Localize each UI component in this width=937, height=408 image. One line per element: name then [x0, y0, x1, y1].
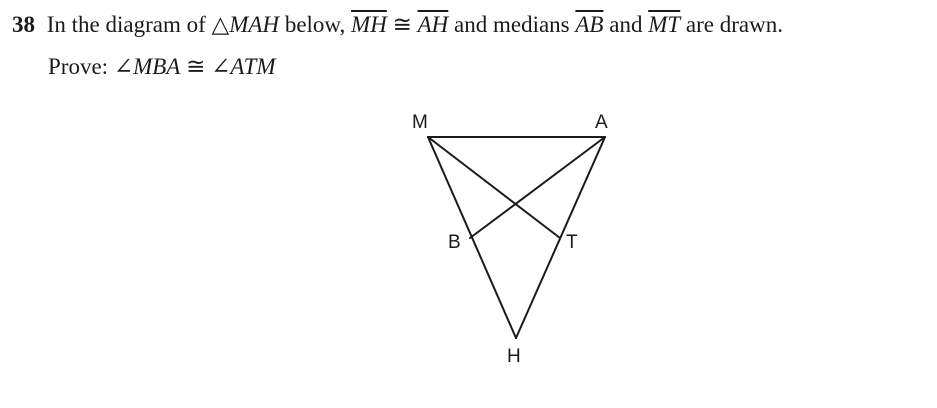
median-mt	[427, 136, 561, 239]
label-a: A	[595, 112, 608, 133]
prove-statement: Prove: ∠MBA ≅ ∠ATM	[48, 50, 276, 84]
prove-label: Prove:	[48, 54, 109, 79]
segment-mt: MT	[648, 12, 681, 37]
question-number: 38	[12, 12, 35, 37]
triangle-name: MAH	[229, 12, 280, 37]
segment-mh: MH	[351, 12, 387, 37]
triangle-diagram: M A B T H	[412, 112, 608, 367]
label-t: T	[566, 232, 578, 253]
median-ab	[469, 136, 606, 239]
triangle-symbol: △	[211, 12, 230, 37]
label-m: M	[412, 112, 428, 133]
angle-mba: MBA	[133, 54, 181, 79]
question-and: and	[609, 12, 643, 37]
question-and-medians: and medians	[454, 12, 570, 37]
label-h: H	[507, 346, 521, 367]
congruent-symbol: ≅	[392, 12, 412, 37]
angle-symbol-1: ∠	[113, 54, 134, 79]
label-b: B	[448, 232, 461, 253]
angle-symbol-2: ∠	[211, 54, 231, 79]
question-below: below,	[284, 12, 346, 37]
question-text: 38 In the diagram of △MAH below, MH ≅ AH…	[12, 8, 783, 42]
segment-ab: AB	[575, 12, 604, 37]
question-intro: In the diagram of	[46, 12, 206, 37]
prove-congruent-symbol: ≅	[186, 54, 206, 79]
question-are-drawn: are drawn.	[685, 12, 783, 37]
segment-ah: AH	[417, 12, 449, 37]
angle-atm: ATM	[230, 54, 276, 79]
